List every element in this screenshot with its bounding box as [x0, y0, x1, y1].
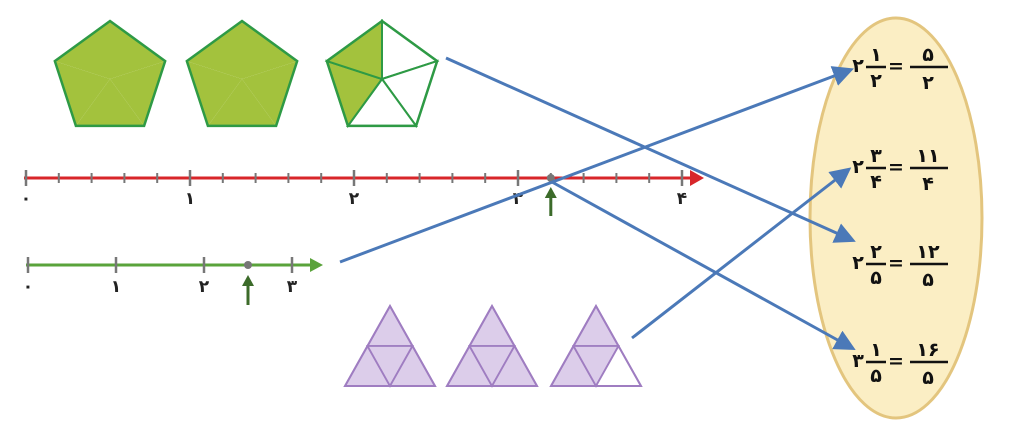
fraction-equals: = [888, 156, 904, 178]
number-line-bottom-arrowhead [310, 258, 323, 272]
pentagon-sector [242, 21, 298, 79]
fraction-denominator: ۵ [870, 365, 882, 387]
fraction-whole: ۲ [852, 55, 864, 77]
fraction-item: ۲ ۲ ۵ = ۱۲ ۵ [852, 241, 948, 291]
fraction-numerator: ۱ [870, 339, 882, 361]
pentagon-sector [242, 61, 298, 126]
connector-triangles-to-fraction-2 [631, 167, 852, 340]
fraction-item: ۳ ۱ ۵ = ۱۶ ۵ [852, 339, 948, 389]
triangle [343, 303, 437, 388]
triangle-outline [549, 303, 643, 387]
fraction-improper-numerator: ۱۱ [916, 145, 939, 167]
fraction-equals: = [888, 55, 904, 77]
triangle [549, 303, 643, 388]
fraction-item: ۲ ۳ ۴ = ۱۱ ۴ [852, 145, 948, 195]
pentagon-sector [207, 79, 277, 126]
connector-top-line-to-fraction-4 [551, 180, 856, 351]
fraction-numerator: ۱ [870, 44, 882, 66]
fraction-improper-denominator: ۴ [922, 173, 934, 195]
number-line-bottom: ۰ ۱ ۲ ۳ [23, 257, 323, 305]
number-line-bottom-label: ۱ [111, 277, 121, 297]
triangle-outline [343, 303, 437, 387]
number-line-bottom-point [244, 261, 252, 269]
fraction-equals: = [888, 252, 904, 274]
connector-lines [339, 56, 856, 351]
fraction-denominator: ۴ [870, 171, 882, 193]
number-line-top-point [546, 174, 555, 182]
pentagon-outline [185, 19, 299, 128]
pentagon-outline [325, 19, 439, 128]
fraction-numerator: ۳ [870, 145, 882, 167]
number-line-top-label: ۴ [677, 189, 687, 209]
number-line-bottom-label: ۳ [287, 277, 298, 297]
pentagon-sector [110, 21, 166, 79]
connector-pentagons-to-fraction-3 [445, 56, 856, 243]
fraction-list: ۲ ۱ ۲ = ۵ ۲ ۲ ۳ ۴ = ۱۱ ۴ ۲ ۲ ۵ = ۱۲ [852, 44, 948, 389]
pentagon-sector [110, 61, 166, 126]
fraction-numerator: ۲ [870, 241, 882, 263]
fraction-improper-numerator: ۱۶ [916, 339, 939, 361]
fraction-item: ۲ ۱ ۲ = ۵ ۲ [852, 44, 948, 94]
pentagon [185, 19, 299, 128]
number-line-top-arrowhead [690, 170, 704, 186]
fraction-improper-denominator: ۵ [922, 269, 934, 291]
triangle [445, 303, 539, 388]
number-line-top-label: ۰ [21, 189, 31, 209]
pentagon-sector [75, 79, 145, 126]
fraction-improper-denominator: ۲ [922, 72, 934, 94]
triangle-part [467, 304, 517, 347]
fraction-improper-denominator: ۵ [922, 367, 934, 389]
fraction-denominator: ۲ [870, 70, 882, 92]
triangle-part [365, 304, 415, 347]
fraction-denominator: ۵ [870, 267, 882, 289]
number-line-top-label: ۲ [349, 189, 360, 209]
number-line-top: ۰ ۱ ۲ ۳ ۴ [21, 170, 704, 216]
number-line-top-marker-arrow [544, 187, 557, 216]
fraction-improper-numerator: ۱۲ [916, 241, 940, 263]
pentagon-sector [186, 21, 242, 79]
triangle-part [571, 304, 621, 347]
pentagon-sector [186, 61, 242, 126]
pentagon [324, 19, 440, 129]
pentagon-sector [54, 61, 110, 126]
number-line-bottom-marker-arrow [242, 275, 254, 305]
connector-bottom-line-to-fraction-1 [339, 66, 854, 264]
pentagon [53, 19, 167, 128]
triangle-outline [445, 303, 539, 387]
pentagon-sector [54, 21, 110, 79]
answer-oval [808, 16, 984, 420]
fraction-whole: ۲ [852, 252, 864, 274]
fraction-whole: ۲ [852, 156, 864, 178]
number-line-top-label: ۳ [513, 189, 524, 209]
fraction-improper-numerator: ۵ [922, 44, 934, 66]
number-line-bottom-label: ۰ [23, 277, 33, 297]
triangle-group [343, 303, 643, 388]
number-line-bottom-label: ۲ [199, 277, 210, 297]
fraction-whole: ۳ [852, 350, 864, 372]
marker-arrow-head [544, 187, 557, 198]
fraction-equals: = [888, 350, 904, 372]
pentagon-outline [53, 19, 167, 128]
pentagon-group [53, 19, 440, 129]
marker-arrow-head [242, 275, 254, 286]
number-line-top-label: ۱ [185, 189, 195, 209]
